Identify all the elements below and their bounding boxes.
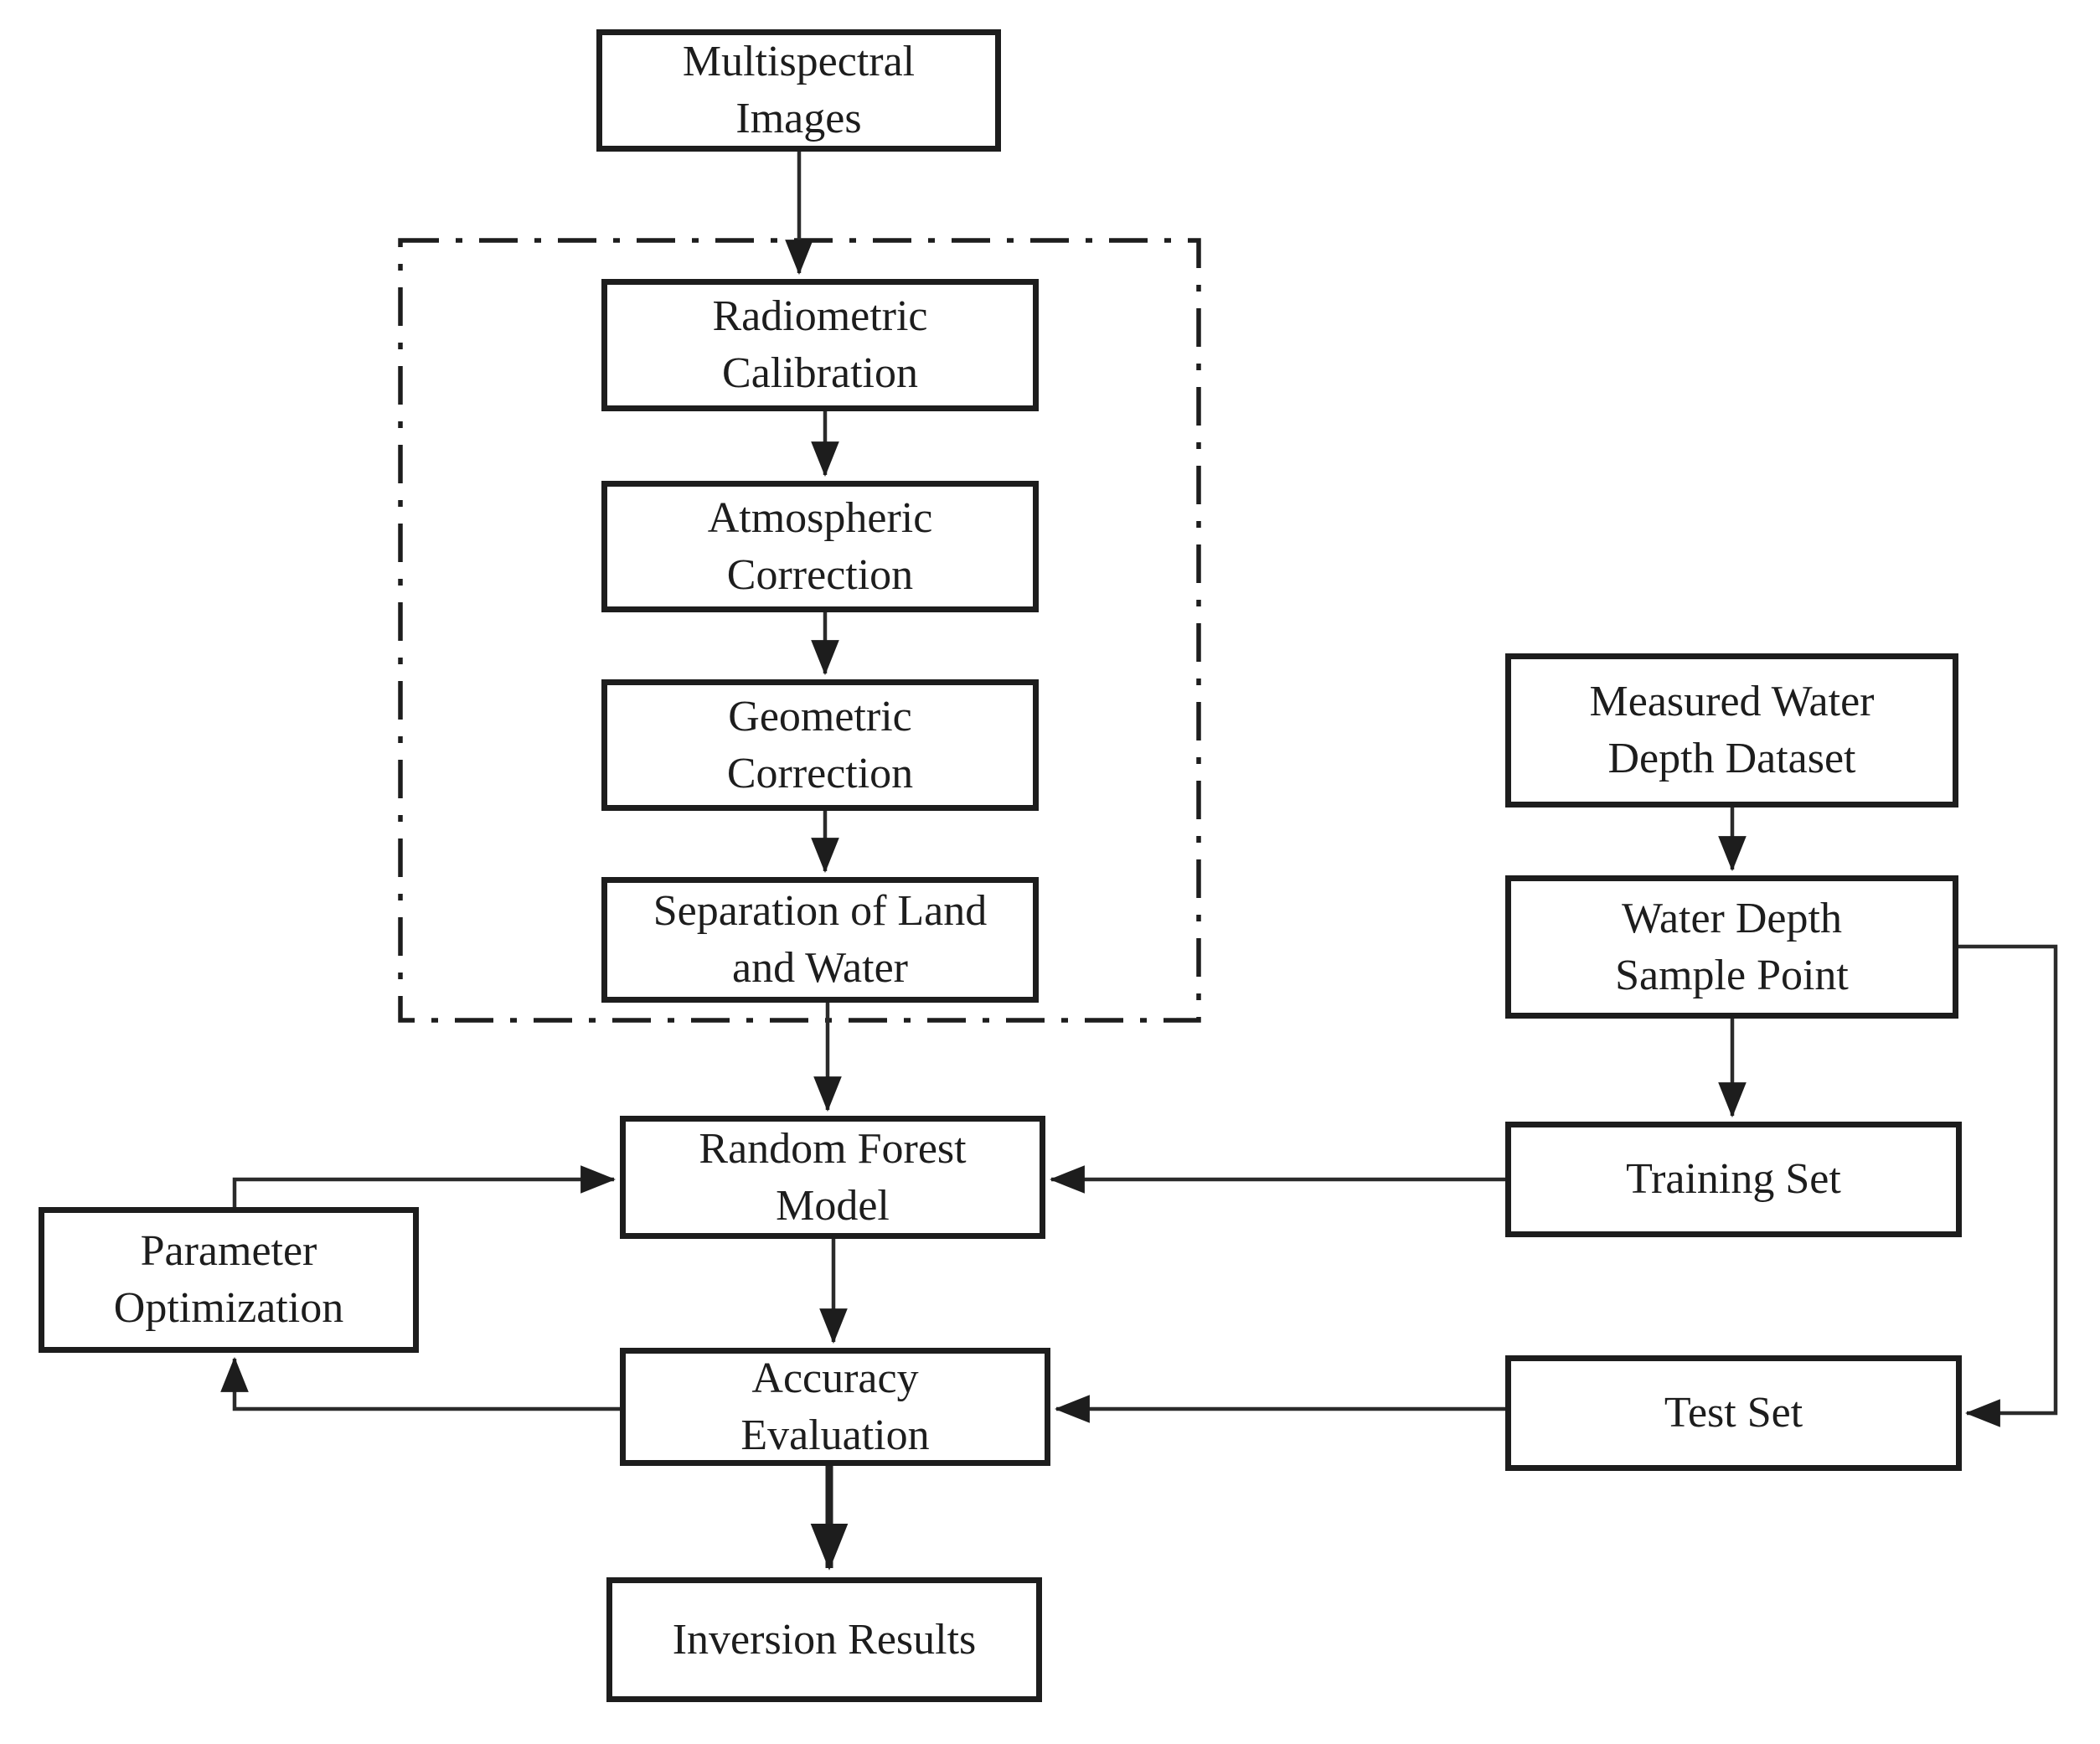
edge-accuracy-to-parameter-optimization	[220, 1356, 620, 1411]
node-radiometric-calibration-label: Radiometric Calibration	[712, 292, 928, 397]
node-parameter-optimization-label: Parameter Optimization	[113, 1227, 344, 1332]
node-geometric-correction-label: Geometric Correction	[726, 692, 914, 797]
node-atmospheric-correction-label: Atmospheric Correction	[707, 493, 933, 599]
node-geometric-correction: Geometric Correction	[601, 679, 1039, 811]
node-measured-water-depth-dataset: Measured Water Depth Dataset	[1505, 653, 1958, 808]
node-separation-of-land-and-water-label: Separation of Land and Water	[653, 887, 988, 992]
node-atmospheric-correction: Atmospheric Correction	[601, 481, 1039, 612]
node-multispectral-images-label: Multispectral Images	[682, 38, 916, 142]
node-multispectral-images: Multispectral Images	[596, 29, 1001, 152]
node-radiometric-calibration: Radiometric Calibration	[601, 279, 1039, 411]
node-test-set-label: Test Set	[1664, 1389, 1803, 1437]
edge-parameter-optimization-to-random-forest	[232, 1165, 617, 1207]
node-random-forest-model: Random Forest Model	[620, 1116, 1045, 1239]
node-separation-of-land-and-water: Separation of Land and Water	[601, 877, 1039, 1003]
node-accuracy-evaluation: Accuracy Evaluation	[620, 1348, 1050, 1466]
node-parameter-optimization: Parameter Optimization	[39, 1207, 419, 1353]
node-training-set-label: Training Set	[1626, 1155, 1841, 1204]
edge-water-sample-to-test	[1958, 944, 2058, 1427]
node-water-depth-sample-point: Water Depth Sample Point	[1505, 875, 1958, 1019]
node-water-depth-sample-point-label: Water Depth Sample Point	[1615, 894, 1849, 999]
node-inversion-results-label: Inversion Results	[672, 1615, 977, 1664]
node-accuracy-evaluation-label: Accuracy Evaluation	[740, 1354, 930, 1459]
node-measured-water-depth-dataset-label: Measured Water Depth Dataset	[1589, 678, 1875, 782]
node-test-set: Test Set	[1505, 1355, 1962, 1471]
node-training-set: Training Set	[1505, 1122, 1962, 1237]
node-inversion-results: Inversion Results	[606, 1577, 1042, 1702]
node-random-forest-model-label: Random Forest Model	[699, 1124, 967, 1230]
